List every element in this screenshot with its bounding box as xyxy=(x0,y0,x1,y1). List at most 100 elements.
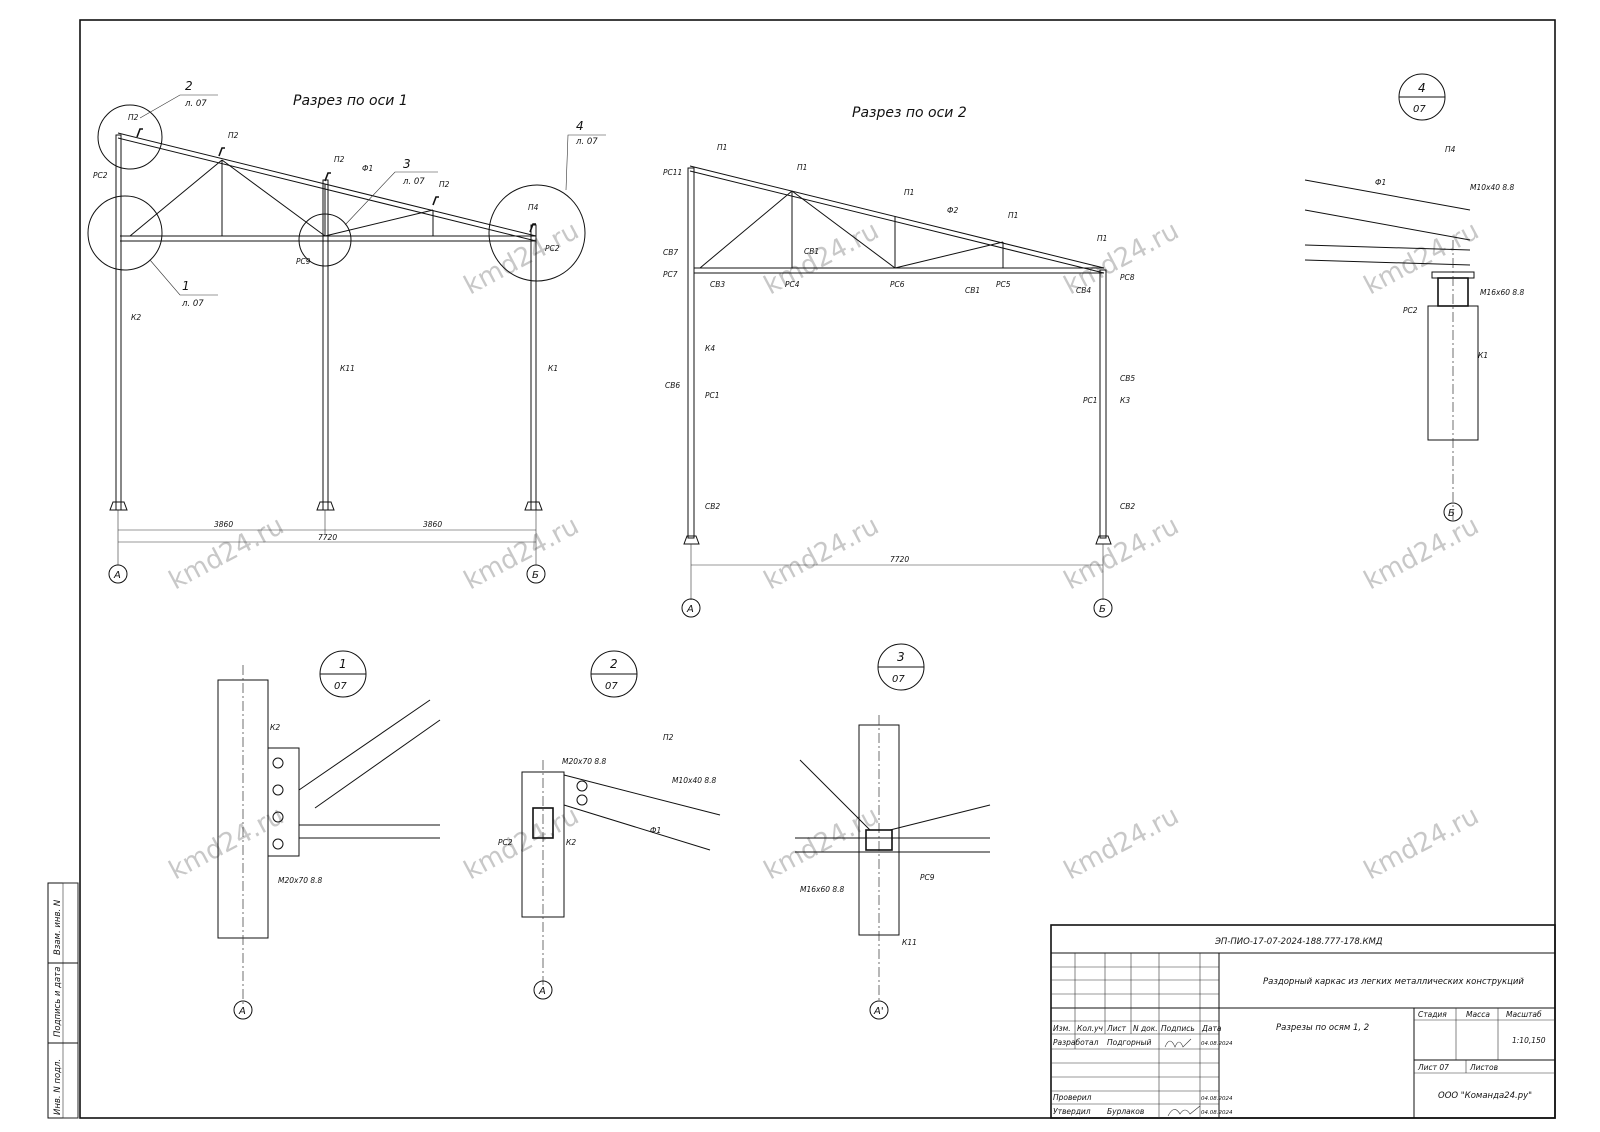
detail-3: 3 07 А' М16х60 8.8 РС9 К11 xyxy=(795,643,991,1020)
svg-text:РС1: РС1 xyxy=(1083,396,1098,405)
svg-text:СВ7: СВ7 xyxy=(663,248,678,257)
svg-text:СВ5: СВ5 xyxy=(1120,374,1135,383)
svg-text:СВ6: СВ6 xyxy=(665,381,680,390)
svg-text:СВ2: СВ2 xyxy=(1120,502,1135,511)
svg-text:3: 3 xyxy=(403,157,411,171)
svg-text:07: 07 xyxy=(605,681,618,692)
svg-text:Разрезы по осям 1, 2: Разрезы по осям 1, 2 xyxy=(1276,1023,1369,1033)
svg-text:N док.: N док. xyxy=(1133,1024,1158,1033)
svg-text:РС11: РС11 xyxy=(663,168,682,177)
svg-text:4: 4 xyxy=(576,119,584,133)
svg-text:РС2: РС2 xyxy=(1403,306,1418,315)
svg-text:А: А xyxy=(538,986,546,997)
watermark-text: kmd24.ru xyxy=(1359,511,1484,596)
watermark-text: kmd24.ru xyxy=(1059,511,1184,596)
svg-text:04.08.2024: 04.08.2024 xyxy=(1201,1041,1233,1047)
svg-text:РС9: РС9 xyxy=(920,873,935,882)
svg-text:Б: Б xyxy=(532,570,539,581)
watermark-text: kmd24.ru xyxy=(459,216,584,301)
svg-text:Дата: Дата xyxy=(1201,1024,1222,1033)
svg-text:3: 3 xyxy=(897,650,905,664)
svg-text:К1: К1 xyxy=(548,364,558,373)
svg-text:Листов: Листов xyxy=(1469,1063,1498,1072)
svg-text:Инв. N подл.: Инв. N подл. xyxy=(53,1059,63,1115)
svg-text:П1: П1 xyxy=(904,188,914,197)
svg-text:1: 1 xyxy=(339,657,347,671)
svg-text:СВ2: СВ2 xyxy=(705,502,720,511)
svg-text:РС7: РС7 xyxy=(663,270,678,279)
svg-text:1: 1 xyxy=(182,279,190,293)
watermark-text: kmd24.ru xyxy=(1359,801,1484,886)
svg-text:П2: П2 xyxy=(439,180,450,189)
section-axis-1: Разрез по оси 1 2 л. 0 xyxy=(87,79,606,584)
side-stamp: Взам. инв. N Подпись и дата Инв. N подл. xyxy=(47,882,79,1119)
svg-text:А: А xyxy=(238,1006,246,1017)
svg-text:4: 4 xyxy=(1418,81,1426,95)
base-plate xyxy=(316,501,335,511)
svg-text:3860: 3860 xyxy=(214,520,233,529)
svg-text:Раздорный каркас из легких мет: Раздорный каркас из легких металлических… xyxy=(1263,977,1524,987)
watermark-text: kmd24.ru xyxy=(759,511,884,596)
svg-text:Проверил: Проверил xyxy=(1053,1093,1092,1102)
svg-text:П4: П4 xyxy=(1445,145,1456,154)
svg-text:Б: Б xyxy=(1448,508,1455,519)
svg-text:Подпись и дата: Подпись и дата xyxy=(53,967,63,1037)
section-title: Разрез по оси 1 xyxy=(293,93,408,109)
watermark-text: kmd24.ru xyxy=(759,216,884,301)
svg-text:П2: П2 xyxy=(128,113,139,122)
svg-text:л. 07: л. 07 xyxy=(184,99,207,109)
watermark-text: kmd24.ru xyxy=(1359,216,1484,301)
svg-text:СВ4: СВ4 xyxy=(1076,286,1091,295)
svg-text:М10х40 8.8: М10х40 8.8 xyxy=(1470,183,1515,192)
svg-text:М16х60 8.8: М16х60 8.8 xyxy=(1480,288,1525,297)
svg-text:л. 07: л. 07 xyxy=(181,299,204,309)
svg-text:П2: П2 xyxy=(663,733,674,742)
svg-text:л. 07: л. 07 xyxy=(402,177,425,187)
svg-text:Лист: Лист xyxy=(1106,1024,1127,1033)
svg-text:СВ1: СВ1 xyxy=(965,286,980,295)
svg-text:К3: К3 xyxy=(1120,396,1130,405)
signature xyxy=(1164,1038,1192,1048)
svg-text:Ф1: Ф1 xyxy=(1375,178,1386,187)
detail-4: 4 07 Б П4 Ф1 М10х40 8.8 М16х60 8.8 РС2 К… xyxy=(1304,73,1525,522)
svg-text:СВ1: СВ1 xyxy=(804,247,819,256)
svg-text:Стадия: Стадия xyxy=(1418,1010,1447,1019)
svg-text:07: 07 xyxy=(334,681,347,692)
svg-text:П1: П1 xyxy=(797,163,807,172)
svg-text:Масштаб: Масштаб xyxy=(1506,1010,1542,1019)
svg-text:К2: К2 xyxy=(131,313,141,322)
svg-text:1:10,150: 1:10,150 xyxy=(1512,1036,1546,1045)
svg-text:04.08.2024: 04.08.2024 xyxy=(1201,1096,1233,1102)
svg-text:2: 2 xyxy=(185,79,193,93)
svg-text:РС2: РС2 xyxy=(93,171,108,180)
svg-text:М20х70 8.8: М20х70 8.8 xyxy=(278,876,323,885)
svg-text:П4: П4 xyxy=(528,203,539,212)
svg-text:РС6: РС6 xyxy=(890,280,905,289)
svg-text:Утвердил: Утвердил xyxy=(1053,1107,1091,1116)
svg-text:РС2: РС2 xyxy=(498,838,513,847)
signature xyxy=(1167,1105,1201,1117)
svg-text:П2: П2 xyxy=(334,155,345,164)
svg-text:7720: 7720 xyxy=(890,555,909,564)
svg-text:ЭП-ПИО-17-07-2024-188.777-178.: ЭП-ПИО-17-07-2024-188.777-178.КМД xyxy=(1214,937,1383,947)
svg-text:РС5: РС5 xyxy=(996,280,1011,289)
watermark-text: kmd24.ru xyxy=(164,801,289,886)
watermarks: kmd24.ru kmd24.ru kmd24.ru kmd24.ru kmd2… xyxy=(164,216,1484,886)
svg-text:3860: 3860 xyxy=(423,520,442,529)
svg-text:л. 07: л. 07 xyxy=(575,137,598,147)
svg-text:П1: П1 xyxy=(1097,234,1107,243)
svg-text:П1: П1 xyxy=(717,143,727,152)
svg-text:Кол.уч: Кол.уч xyxy=(1077,1024,1104,1033)
svg-text:Лист 07: Лист 07 xyxy=(1417,1063,1449,1072)
svg-text:М10х40 8.8: М10х40 8.8 xyxy=(672,776,717,785)
section-axis-2: Разрез по оси 2 П1 П1 П1 П1 П1 Ф2 РС11 С… xyxy=(663,105,1135,618)
svg-text:Б: Б xyxy=(1099,604,1106,615)
svg-text:РС1: РС1 xyxy=(705,391,720,400)
svg-text:К2: К2 xyxy=(270,723,280,732)
svg-text:РС2: РС2 xyxy=(545,244,560,253)
section-title: Разрез по оси 2 xyxy=(852,105,967,121)
svg-text:07: 07 xyxy=(1413,104,1426,115)
svg-text:К1: К1 xyxy=(1478,351,1488,360)
svg-text:К11: К11 xyxy=(902,938,917,947)
